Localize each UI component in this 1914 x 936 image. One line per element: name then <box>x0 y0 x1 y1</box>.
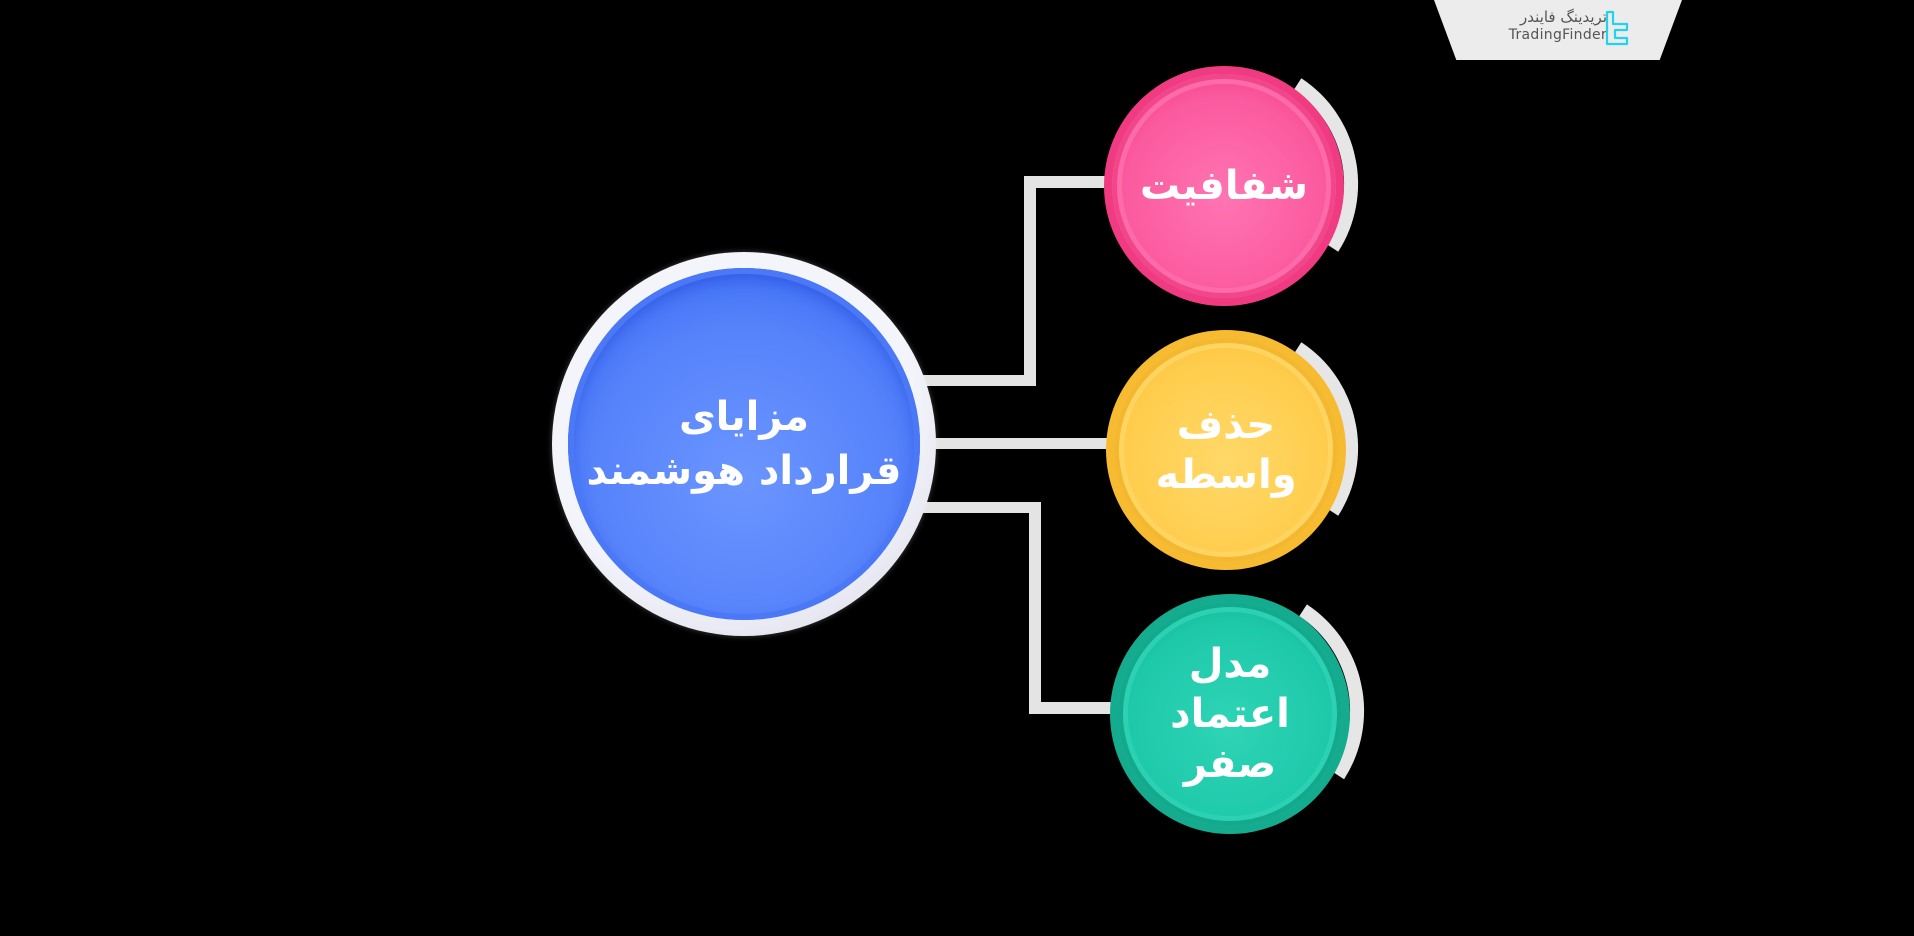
brand-name-en: TradingFinder <box>1508 27 1607 43</box>
connector-bottom-vertical <box>1029 502 1041 714</box>
center-node-line2: قرارداد هوشمند <box>586 448 902 494</box>
node-zero-trust-label: مدل اعتماد صفر <box>1118 602 1342 826</box>
connector-top-horizontal-left <box>920 375 1036 386</box>
node-remove-intermediary-fill: حذف واسطه <box>1114 338 1338 562</box>
node-transparency-label: شفافیت <box>1112 74 1336 298</box>
brand-name-fa: تریدینگ فایندر <box>1520 8 1607 26</box>
node-zero-trust-line1: مدل <box>1188 641 1272 687</box>
node-zero-trust-line2: اعتماد صفر <box>1170 691 1290 787</box>
connector-top-vertical <box>1024 176 1036 386</box>
brand-logo-tab: تریدینگ فایندر TradingFinder <box>1434 0 1682 60</box>
node-remove-intermediary-line1: حذف <box>1176 402 1276 448</box>
connector-bottom-horizontal-right <box>1029 702 1117 714</box>
node-remove-intermediary: حذف واسطه <box>1106 330 1346 570</box>
center-node-label: مزایای قرارداد هوشمند <box>568 268 920 620</box>
node-transparency: شفافیت <box>1104 66 1344 306</box>
node-transparency-fill: شفافیت <box>1112 74 1336 298</box>
node-zero-trust: مدل اعتماد صفر <box>1110 594 1350 834</box>
connector-bottom-horizontal-left <box>920 502 1041 513</box>
node-remove-intermediary-label: حذف واسطه <box>1114 338 1338 562</box>
connector-middle <box>935 438 1115 449</box>
center-node: مزایای قرارداد هوشمند <box>552 252 936 636</box>
center-node-line1: مزایای <box>678 394 810 440</box>
connector-top-horizontal-right <box>1024 176 1114 188</box>
tradingfinder-logo-icon <box>1605 10 1629 46</box>
node-zero-trust-fill: مدل اعتماد صفر <box>1118 602 1342 826</box>
brand-text: تریدینگ فایندر TradingFinder <box>1509 8 1607 44</box>
node-transparency-line1: شفافیت <box>1140 163 1309 209</box>
center-node-fill: مزایای قرارداد هوشمند <box>568 268 920 620</box>
node-remove-intermediary-line2: واسطه <box>1155 452 1297 498</box>
